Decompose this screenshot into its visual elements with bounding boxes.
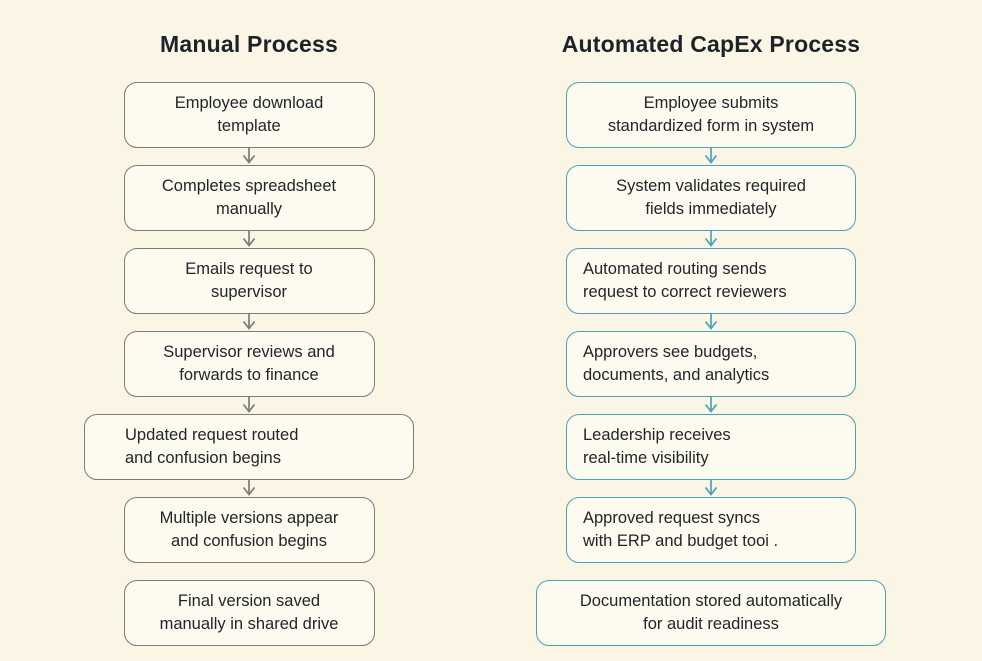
step-text-line: Leadership receives xyxy=(583,426,731,444)
automated-step-box-7: Documentation stored automatically for au… xyxy=(536,580,886,646)
manual-step-box-5: Updated request routed and confusion begi… xyxy=(84,414,414,480)
step-text-line: Employee submits xyxy=(643,94,779,112)
step-text-line: forwards to finance xyxy=(179,366,319,384)
automated-capex-title: Automated CapEx Process xyxy=(561,31,861,57)
automated-step-box-3: Automated routing sends request to correc… xyxy=(566,248,856,314)
manual-step-box-2: Completes spreadsheet manually xyxy=(123,165,375,231)
automated-step-box-6: Approved request syncs with ERP and budge… xyxy=(566,497,856,563)
step-text-line: Emails request to xyxy=(185,260,313,278)
automated-step-box-4: Approvers see budgets, documents, and ana… xyxy=(566,331,856,397)
step-text-line: Final version saved xyxy=(177,592,321,610)
manual-step-box-4: Supervisor reviews and forwards to financ… xyxy=(123,331,375,397)
manual-step-box-7: Final version saved manually in shared dr… xyxy=(123,580,375,646)
step-text-line: documents, and analytics xyxy=(583,366,770,384)
step-text-line: Employee download xyxy=(174,94,324,112)
automated-step-box-2: System validates required fields immediat… xyxy=(566,165,856,231)
step-text-line: Approvers see budgets, xyxy=(583,343,758,361)
step-text-line: with ERP and budget tooi . xyxy=(583,532,779,550)
step-text-line: manually in shared drive xyxy=(159,615,339,633)
step-text-line: real-time visibility xyxy=(583,449,709,467)
step-text-line: Completes spreadsheet xyxy=(161,177,337,195)
step-text-line: supervisor xyxy=(210,283,288,301)
step-text-line: System validates required xyxy=(616,177,806,195)
manual-step-box-1: Employee download template xyxy=(123,82,375,148)
step-text-line: Documentation stored automatically xyxy=(579,592,843,610)
manual-step-box-3: Emails request to supervisor xyxy=(123,248,375,314)
arrow-down-icon xyxy=(704,397,718,413)
arrow-down-icon xyxy=(704,480,718,496)
automated-step-box-5: Leadership receives real-time visibility xyxy=(566,414,856,480)
step-text-line: manually xyxy=(215,200,283,218)
step-text-line: Supervisor reviews and xyxy=(163,343,335,361)
step-text-line: and confusion begins xyxy=(125,449,281,467)
step-text-line: Multiple versions appear xyxy=(159,509,339,527)
step-text-line: and confusion begins xyxy=(171,532,327,550)
step-text-line: standardized form in system xyxy=(607,117,815,135)
step-text-line: template xyxy=(217,117,281,135)
arrow-down-icon xyxy=(242,397,256,413)
manual-process-title: Manual Process xyxy=(160,31,338,57)
arrow-down-icon xyxy=(704,314,718,330)
step-text-line: Automated routing sends xyxy=(583,260,767,278)
manual-process-column: Manual Process Employee download template… xyxy=(74,0,424,646)
step-text-line: Approved request syncs xyxy=(583,509,761,527)
arrow-down-icon xyxy=(242,148,256,164)
step-text-line: for audit readiness xyxy=(643,615,779,633)
automated-capex-column: Automated CapEx Process Employee submits… xyxy=(536,0,886,646)
step-text-line: request to correct reviewers xyxy=(583,283,787,301)
step-text-line: Updated request routed xyxy=(125,426,299,444)
arrow-down-icon xyxy=(242,480,256,496)
arrow-down-icon xyxy=(242,314,256,330)
arrow-down-icon xyxy=(704,148,718,164)
arrow-down-icon xyxy=(704,231,718,247)
manual-step-box-6: Multiple versions appear and confusion be… xyxy=(123,497,375,563)
step-text-line: fields immediately xyxy=(645,200,777,218)
automated-step-box-1: Employee submits standardized form in sys… xyxy=(566,82,856,148)
arrow-down-icon xyxy=(242,231,256,247)
